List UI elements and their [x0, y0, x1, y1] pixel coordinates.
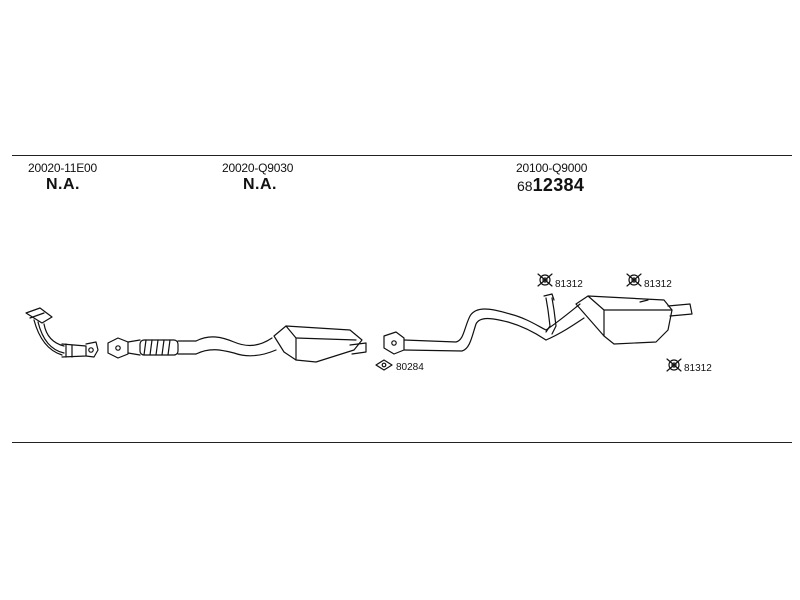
rubber-hanger-icon [537, 273, 553, 287]
callout-label: 80284 [396, 362, 424, 373]
article-main: 12384 [532, 175, 585, 195]
section-1-part-code: 20020-11E00 [28, 161, 97, 175]
section-1-status: N.A. [46, 176, 80, 193]
top-divider-line [12, 155, 792, 156]
article-prefix: 68 [517, 178, 533, 194]
callout-label: 81312 [684, 363, 712, 374]
callout-label: 81312 [555, 279, 583, 290]
front-pipe-part [25, 307, 99, 358]
section-3-article-number: 6812384 [517, 175, 584, 196]
section-2-status: N.A. [243, 176, 277, 193]
gasket-icon [375, 359, 393, 371]
section-3-part-code: 20100-Q9000 [516, 161, 588, 175]
callout-label: 81312 [644, 279, 672, 290]
section-2-part-code: 20020-Q9030 [222, 161, 294, 175]
rubber-hanger-icon [666, 358, 682, 372]
bottom-divider-line [12, 442, 792, 443]
rear-pipe-with-muffler-part [383, 293, 693, 355]
rubber-hanger-icon [626, 273, 642, 287]
center-pipe-with-muffler-part [107, 325, 367, 363]
